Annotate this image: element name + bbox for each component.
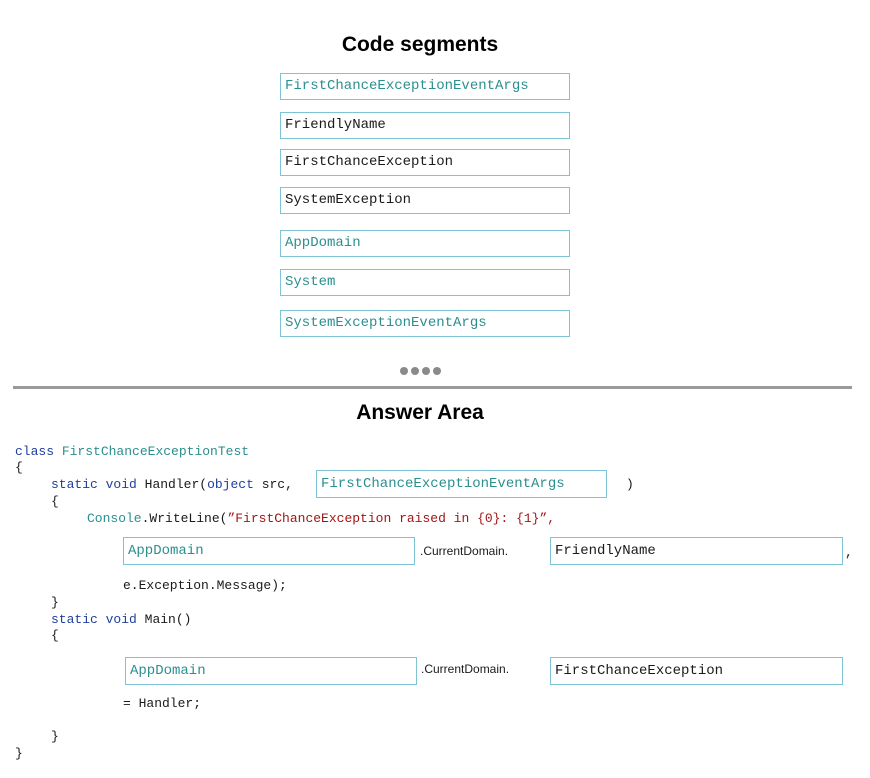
- code-segments-title: Code segments: [341, 33, 499, 56]
- answer-slot-domain-2[interactable]: AppDomain: [125, 657, 417, 685]
- code-line-inner-close: }: [51, 595, 59, 610]
- segment-friendlyname[interactable]: FriendlyName: [280, 112, 570, 139]
- answer-area-title: Answer Area: [356, 401, 484, 424]
- code-line-class: class FirstChanceExceptionTest: [15, 444, 249, 460]
- static-keyword: static: [51, 477, 98, 492]
- segment-firstchanceexception[interactable]: FirstChanceException: [280, 149, 570, 176]
- code-line-inner-open: {: [51, 494, 59, 509]
- code-line-class-close: }: [15, 746, 23, 761]
- answer-slot-friendly-name[interactable]: FriendlyName: [550, 537, 843, 565]
- src-param: src,: [261, 477, 293, 492]
- dot: [433, 367, 441, 375]
- current-domain-text-1: .CurrentDomain.: [420, 544, 509, 558]
- code-line-assign-handler: = Handler;: [123, 696, 202, 711]
- answer-slot-domain-1[interactable]: AppDomain: [123, 537, 415, 565]
- main-name: Main(): [144, 612, 192, 627]
- trailing-comma: ,: [845, 545, 853, 560]
- dot: [422, 367, 430, 375]
- answer-slot-event[interactable]: FirstChanceException: [550, 657, 843, 685]
- segment-systemexceptioneventargs[interactable]: SystemExceptionEventArgs: [280, 310, 570, 337]
- current-domain-text-2: .CurrentDomain.: [421, 662, 510, 676]
- main-void-keyword: void: [105, 612, 137, 627]
- code-line-main-close: }: [51, 729, 59, 744]
- code-line-handler: static void Handler(object src,: [51, 477, 293, 493]
- class-name: FirstChanceExceptionTest: [61, 444, 250, 459]
- answer-slot-event-args[interactable]: FirstChanceExceptionEventArgs: [316, 470, 607, 498]
- class-keyword: class: [15, 444, 55, 459]
- segment-systemexception[interactable]: SystemException: [280, 187, 570, 214]
- object-keyword: object: [207, 477, 254, 492]
- format-string: ”FirstChanceException raised in {0}: {1}…: [227, 511, 556, 526]
- more-dots-indicator: [400, 362, 444, 380]
- section-divider: [13, 386, 852, 389]
- handler-close-paren: ): [626, 477, 634, 492]
- dot: [411, 367, 419, 375]
- handler-name: Handler(: [144, 477, 208, 492]
- code-line-open-brace: {: [15, 460, 23, 475]
- code-line-writeline: Console.WriteLine(”FirstChanceException …: [87, 511, 555, 527]
- main-static-keyword: static: [51, 612, 98, 627]
- void-keyword: void: [105, 477, 137, 492]
- console-class: Console: [87, 511, 142, 526]
- code-line-exception-message: e.Exception.Message);: [123, 578, 287, 593]
- dot: [400, 367, 408, 375]
- segment-firstchanceexceptioneventargs[interactable]: FirstChanceExceptionEventArgs: [280, 73, 570, 100]
- code-line-main-open: {: [51, 628, 59, 643]
- writeline-call: .WriteLine(: [141, 511, 228, 526]
- code-line-main: static void Main(): [51, 612, 191, 628]
- segment-appdomain[interactable]: AppDomain: [280, 230, 570, 257]
- segment-system[interactable]: System: [280, 269, 570, 296]
